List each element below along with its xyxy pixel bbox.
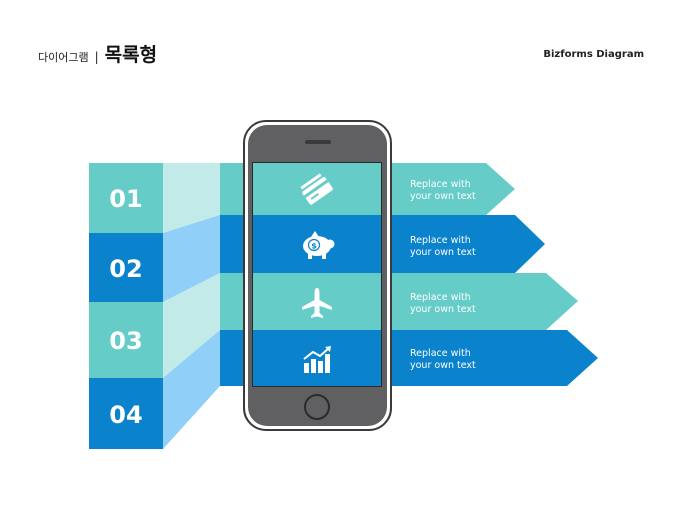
svg-text:$: $ (311, 242, 317, 251)
connector-band-4 (163, 330, 220, 449)
page-title: 목록형 (104, 44, 158, 66)
screen-row-4 (253, 330, 381, 386)
number-label-1: 01 (109, 185, 142, 213)
number-block-4 (89, 378, 163, 449)
connector-band-1 (163, 163, 220, 233)
piggy-bank-icon: $ (303, 231, 335, 259)
number-block-3 (89, 302, 163, 378)
connector-band-3 (163, 273, 220, 378)
credit-card-icon (300, 173, 333, 205)
smartphone (243, 120, 392, 431)
number-label-4: 04 (109, 401, 142, 429)
number-label-3: 03 (109, 327, 142, 355)
brand-label: Bizforms Diagram (543, 49, 644, 60)
header-separator: | (94, 50, 99, 64)
header: 다이어그램 | 목록형 (38, 40, 157, 67)
number-block-2 (89, 233, 163, 302)
number-label-2: 02 (109, 255, 142, 283)
number-block-1 (89, 163, 163, 233)
phone-home-button (304, 394, 330, 420)
airplane-icon (302, 288, 332, 318)
header-category: 다이어그램 (38, 51, 89, 64)
phone-speaker (305, 140, 331, 144)
growth-chart-icon (303, 346, 331, 373)
